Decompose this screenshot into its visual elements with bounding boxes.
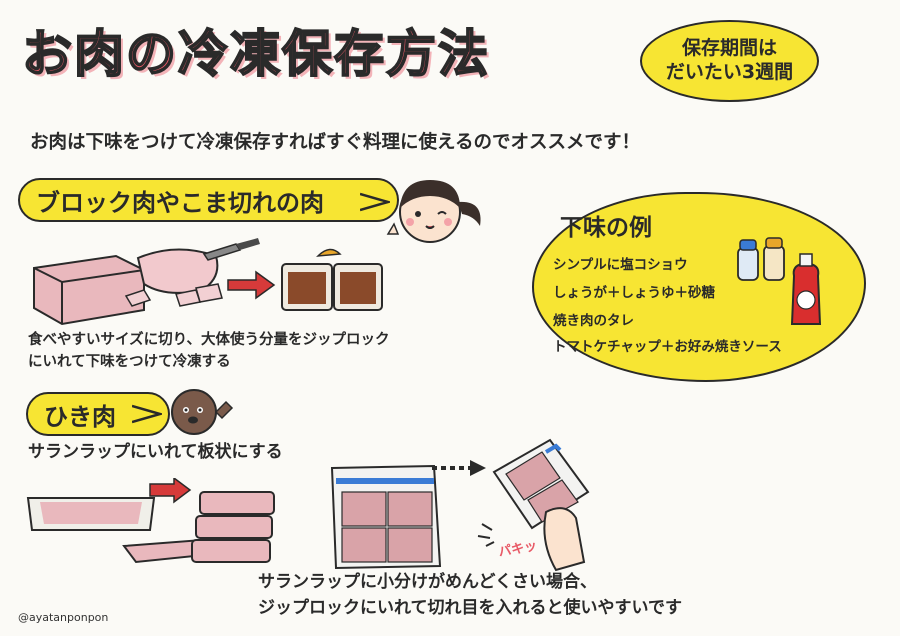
ziploc-ground-meat-illustration [330,464,442,570]
ground-meat-tip-line2: ジップロックにいれて切れ目を入れると使いやすいです [258,597,682,618]
dog-character-illustration [171,389,234,435]
seasoning-item: シンプルに塩コショウ [553,257,688,273]
seasoning-item: 焼き肉のタレ [553,313,634,329]
girl-character-illustration [386,180,481,243]
condiment-bottles-illustration [737,237,822,325]
author-credit: @ayatanponpon [18,611,109,624]
storage-note-line2: だいたい3週間 [665,61,794,83]
block-meat-caption: 食べやすいサイズに切り、大体使う分量をジップロック にいれて下味をつけて冷凍する [28,330,389,374]
block-meat-caption-line2: にいれて下味をつけて冷凍する [28,353,231,370]
bubble-tail [360,192,390,212]
bubble-tail [132,404,162,424]
seasoning-heading: 下味の例 [560,215,652,241]
ground-meat-heading-bubble: ひき肉 [26,392,170,436]
arrow-icon [227,270,276,300]
block-meat-illustration [33,238,260,326]
block-meat-heading-bubble: ブロック肉やこま切れの肉 [18,178,399,222]
intro-text: お肉は下味をつけて冷凍保存すればすぐ料理に使えるのでオススメです！ [30,132,640,153]
block-meat-caption-line1: 食べやすいサイズに切り、大体使う分量をジップロック [28,332,390,348]
ziploc-bags-illustration [281,248,383,311]
ground-meat-heading: ひき肉 [44,402,116,431]
ground-meat-caption: サランラップにいれて板状にする [28,442,283,462]
block-meat-heading: ブロック肉やこま切れの肉 [36,188,324,217]
seasoning-item: しょうが＋しょうゆ＋砂糖 [553,285,715,301]
ground-meat-tip: サランラップに小分けがめんどくさい場合、 ジップロックにいれて切れ目を入れると使… [258,570,682,621]
seasoning-item: トマトケチャップ＋お好み焼きソース [553,339,782,355]
storage-note-line1: 保存期間は [681,37,777,60]
hand-breaking-bag-illustration [477,438,590,572]
ground-meat-tray-illustration [26,478,275,564]
ground-meat-tip-line1: サランラップに小分けがめんどくさい場合、 [258,572,597,592]
page-title: お肉の冷凍保存方法 [21,24,490,84]
storage-note-bubble: 保存期間は だいたい3週間 [640,20,819,102]
dotted-arrow-icon [432,460,486,476]
